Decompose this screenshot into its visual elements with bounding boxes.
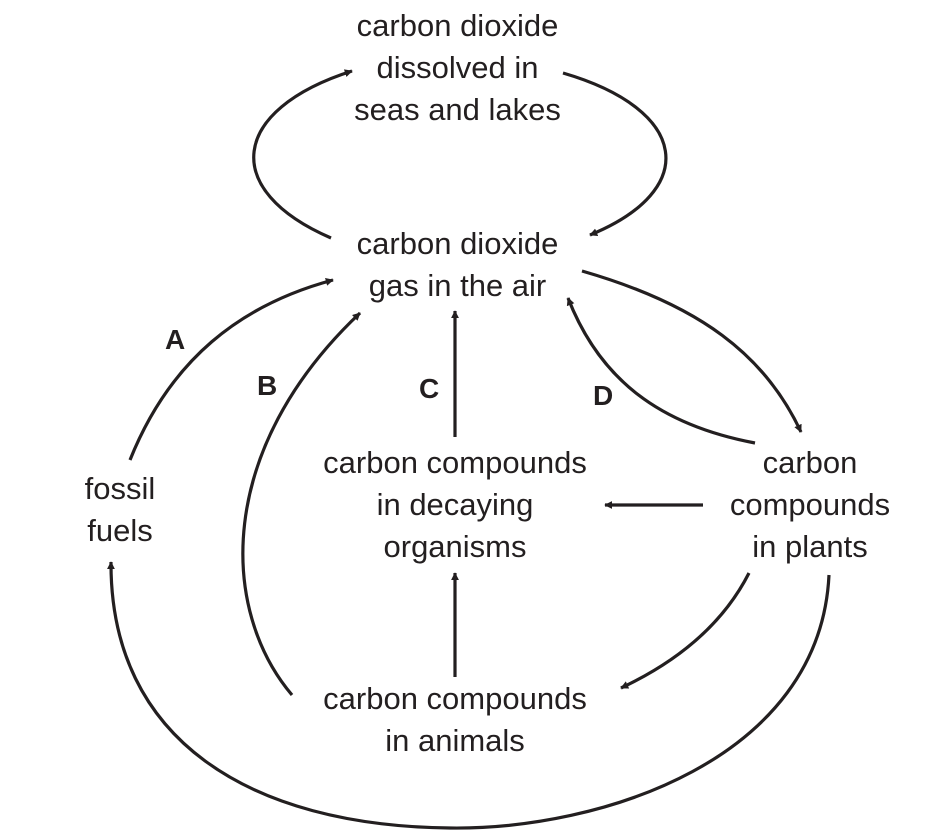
node-text: compounds xyxy=(729,487,891,522)
node-fossil-fuels: fossil fuels xyxy=(60,468,180,552)
arrow-air-to-plants xyxy=(581,269,803,433)
node-text: fossil xyxy=(84,471,156,506)
arrow-d-plants-to-air xyxy=(566,297,756,445)
arrow-air-to-dissolved xyxy=(252,69,353,240)
node-text: in decaying xyxy=(376,487,534,522)
node-text: carbon xyxy=(762,445,858,480)
node-dissolved-co2: carbon dioxide dissolved in seas and lak… xyxy=(330,5,585,131)
arrow-plants-to-animals xyxy=(620,572,751,690)
arrow-dissolved-to-air xyxy=(562,71,668,237)
node-text: seas and lakes xyxy=(354,92,561,127)
process-label-c: C xyxy=(419,373,440,404)
node-decaying-organisms: carbon compounds in decaying organisms xyxy=(295,442,615,568)
node-animals: carbon compounds in animals xyxy=(295,678,615,762)
node-plants: carbon compounds in plants xyxy=(705,442,915,568)
node-air-co2: carbon dioxide gas in the air xyxy=(330,223,585,307)
arrow-plants-to-fossil xyxy=(106,561,831,830)
node-text: in plants xyxy=(752,529,868,564)
process-label-a: A xyxy=(165,324,186,355)
node-text: carbon compounds xyxy=(323,681,587,716)
process-label-b: B xyxy=(257,370,278,401)
node-text: organisms xyxy=(383,529,527,564)
arrow-a-fossil-to-air xyxy=(128,278,334,461)
node-text: in animals xyxy=(385,723,525,758)
process-label-d: D xyxy=(593,380,614,411)
node-text: carbon compounds xyxy=(323,445,587,480)
node-text: gas in the air xyxy=(368,268,547,303)
arrow-b-animals-to-air xyxy=(241,311,362,697)
node-text: fuels xyxy=(87,513,153,548)
node-text: dissolved in xyxy=(376,50,539,85)
node-text: carbon dioxide xyxy=(356,226,559,261)
node-text: carbon dioxide xyxy=(356,8,559,43)
